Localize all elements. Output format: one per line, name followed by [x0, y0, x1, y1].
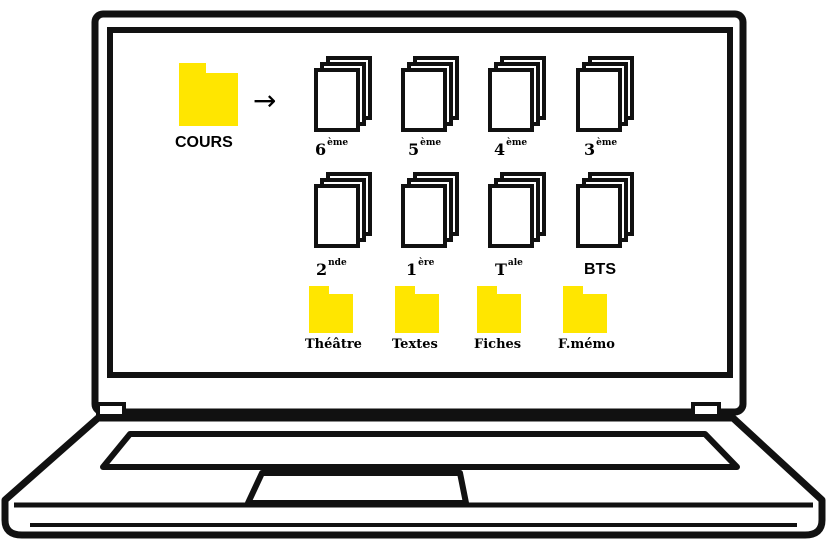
grade-label-1ere: 1ère [406, 258, 435, 279]
document-stack-icon-4eme[interactable] [488, 56, 546, 132]
grade-label-bts: BTS [584, 261, 616, 278]
cours-folder-label: COURS [175, 134, 233, 151]
document-stack-icon-2nde[interactable] [314, 172, 372, 248]
hinge-left [96, 402, 126, 418]
document-stack-icon-tale[interactable] [488, 172, 546, 248]
subfolder-label-fmemo: F.mémo [558, 337, 615, 352]
document-stack-icon-6eme[interactable] [314, 56, 372, 132]
subfolder-label-fiches: Fiches [474, 337, 522, 352]
grade-label-2nde: 2nde [316, 258, 347, 279]
subfolder-icon-theatre[interactable] [309, 286, 353, 333]
subfolder-label-theatre: Théâtre [305, 337, 362, 352]
grade-label-3eme: 3ème [584, 138, 618, 159]
grade-label-6eme: 6ème [315, 138, 349, 159]
hinge-right [691, 402, 721, 418]
subfolder-icon-fmemo[interactable] [563, 286, 607, 333]
grade-label-5eme: 5ème [408, 138, 442, 159]
arrow-icon: → [253, 84, 277, 117]
trackpad [245, 470, 469, 506]
subfolder-icon-fiches[interactable] [477, 286, 521, 333]
grade-label-tale: Tale [495, 258, 523, 279]
cours-folder-icon[interactable] [179, 63, 238, 126]
document-stack-icon-bts[interactable] [576, 172, 634, 248]
subfolder-icon-textes[interactable] [395, 286, 439, 333]
grade-label-4eme: 4ème [494, 138, 528, 159]
document-stack-icon-5eme[interactable] [401, 56, 459, 132]
document-stack-icon-1ere[interactable] [401, 172, 459, 248]
document-stack-icon-3eme[interactable] [576, 56, 634, 132]
subfolder-label-textes: Textes [392, 337, 438, 352]
keyboard-area [100, 431, 740, 470]
